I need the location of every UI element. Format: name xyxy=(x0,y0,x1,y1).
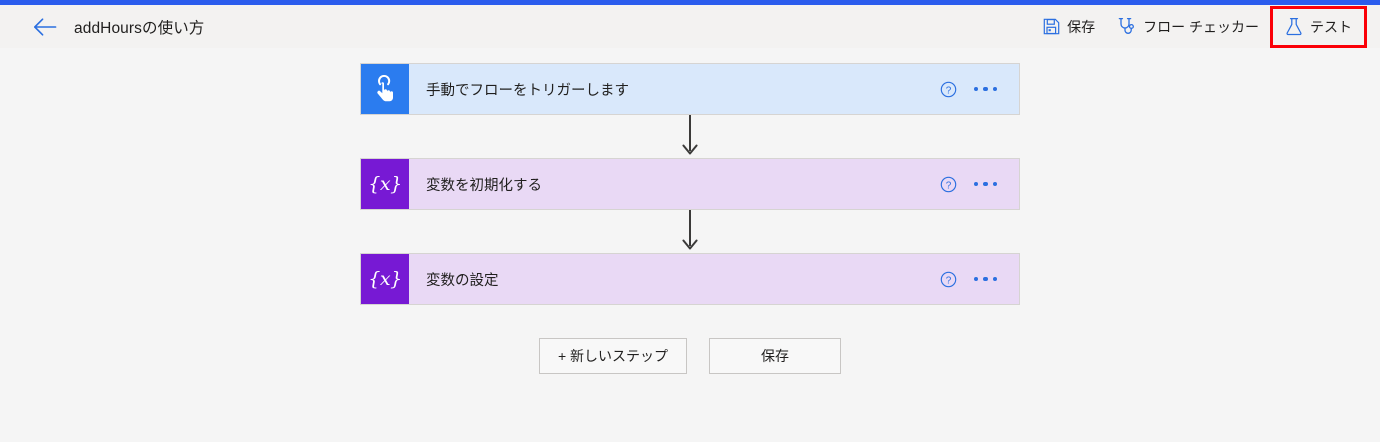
flow-step-card-initialize-variable[interactable]: {x} 変数を初期化する ? xyxy=(360,158,1020,210)
svg-text:?: ? xyxy=(945,180,951,191)
help-circle-icon[interactable]: ? xyxy=(940,81,957,98)
save-icon xyxy=(1043,18,1060,35)
flow-step-actions: ? xyxy=(940,159,1020,209)
flow-step-card-trigger[interactable]: 手動でフローをトリガーします ? xyxy=(360,63,1020,115)
back-arrow-icon xyxy=(34,17,57,36)
down-arrow-icon xyxy=(682,115,698,155)
flow-step-actions: ? xyxy=(940,254,1020,304)
dot xyxy=(992,181,997,187)
variable-braces-glyph: {x} xyxy=(368,268,402,290)
tap-hand-icon xyxy=(377,75,393,102)
flow-step-title: 変数の設定 xyxy=(426,272,499,289)
variable-braces-icon: {x} xyxy=(361,254,409,304)
back-button[interactable] xyxy=(28,10,62,44)
flow-connector-arrow xyxy=(360,115,1020,158)
dot xyxy=(973,86,978,92)
variable-braces-icon: {x} xyxy=(361,159,409,209)
svg-text:?: ? xyxy=(945,275,951,286)
dot xyxy=(983,86,988,92)
dot xyxy=(992,276,997,282)
more-horizontal-icon[interactable] xyxy=(972,271,1000,288)
flow-step-title: 変数を初期化する xyxy=(426,177,542,194)
flow-footer-buttons: + 新しいステップ 保存 xyxy=(360,338,1020,374)
svg-text:?: ? xyxy=(945,85,951,96)
help-circle-icon[interactable]: ? xyxy=(940,271,957,288)
more-horizontal-icon[interactable] xyxy=(972,176,1000,193)
page-title: addHoursの使い方 xyxy=(74,19,205,37)
toolbar-save-label: 保存 xyxy=(1067,18,1096,35)
command-bar-actions: 保存 フロー チェッカー テスト xyxy=(1032,5,1380,48)
flow-designer-canvas: 手動でフローをトリガーします ? xyxy=(0,48,1380,442)
flask-icon xyxy=(1286,17,1302,36)
flow-step-actions: ? xyxy=(940,64,1020,114)
stethoscope-icon xyxy=(1118,17,1135,34)
dot xyxy=(992,86,997,92)
variable-braces-glyph: {x} xyxy=(368,173,402,195)
toolbar-test-button[interactable]: テスト xyxy=(1270,5,1367,48)
flow-steps-container: 手動でフローをトリガーします ? xyxy=(360,63,1020,305)
dot xyxy=(973,181,978,187)
manual-trigger-tap-icon xyxy=(361,64,409,114)
toolbar-flow-checker-label: フロー チェッカー xyxy=(1143,18,1259,35)
flow-step-card-set-variable[interactable]: {x} 変数の設定 ? xyxy=(360,253,1020,305)
top-accent-bar xyxy=(0,0,1380,5)
flow-step-title: 手動でフローをトリガーします xyxy=(426,82,629,99)
dot xyxy=(983,181,988,187)
toolbar-save-button[interactable]: 保存 xyxy=(1032,9,1106,45)
new-step-button[interactable]: + 新しいステップ xyxy=(538,338,688,374)
save-button[interactable]: 保存 xyxy=(709,338,842,374)
more-horizontal-icon[interactable] xyxy=(972,81,1000,98)
flow-connector-arrow xyxy=(360,210,1020,253)
toolbar-flow-checker-button[interactable]: フロー チェッカー xyxy=(1106,9,1270,45)
command-bar: addHoursの使い方 保存 フロー チェッカー xyxy=(0,5,1380,48)
dot xyxy=(973,276,978,282)
dot xyxy=(983,276,988,282)
toolbar-test-label: テスト xyxy=(1310,18,1352,35)
help-circle-icon[interactable]: ? xyxy=(940,176,957,193)
down-arrow-icon xyxy=(682,210,698,250)
